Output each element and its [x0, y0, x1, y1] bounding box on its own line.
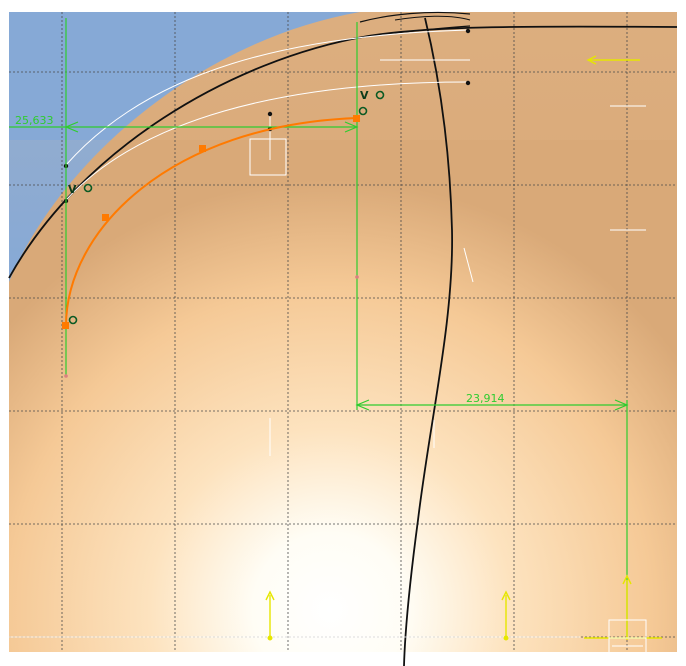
outer-edge-curve: [8, 25, 678, 279]
sketch-grid: [9, 12, 677, 652]
axis-arrow-icon: [586, 55, 597, 65]
sketch-arc-points[interactable]: [62, 115, 360, 329]
construction-box: [249, 138, 287, 176]
grid-ticks: [64, 275, 359, 378]
coincidence-marker-icon: [83, 183, 93, 193]
construction-arc-outer: [65, 29, 469, 166]
arc-control-point-1: [102, 214, 109, 221]
arc-end-point: [62, 322, 69, 329]
axis-arrow-icon: [622, 574, 632, 585]
dimension-value-left[interactable]: 25,633: [15, 114, 54, 127]
compass-icon[interactable]: [608, 619, 647, 657]
constraint-tag-left[interactable]: V: [68, 183, 77, 196]
coincidence-marker-icon: [375, 90, 385, 100]
vertical-edge-curve: [403, 17, 453, 666]
dimension-value-right[interactable]: 23,914: [466, 392, 505, 405]
arc-control-point-2: [199, 145, 206, 152]
part-surface-shade: [9, 12, 677, 282]
part-edges: [8, 11, 678, 666]
construction-arc-inner: [65, 81, 469, 201]
construction-lines: [9, 29, 646, 638]
sketch-arc[interactable]: [65, 117, 358, 327]
coincidence-marker-icon: [358, 106, 368, 116]
coincidence-marker-icon: [68, 315, 78, 325]
axis-arrow-icon: [265, 590, 275, 601]
constraint-tag-top[interactable]: V: [360, 89, 369, 102]
axis-arrow-icon: [501, 590, 511, 601]
arc-start-point: [353, 115, 360, 122]
part-surface: [9, 12, 677, 652]
constraint-markers[interactable]: [68, 90, 385, 325]
